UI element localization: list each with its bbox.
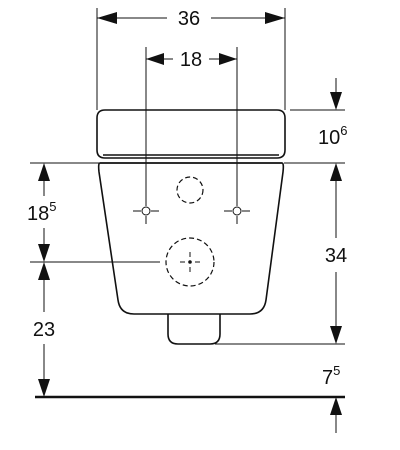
hidden-features	[165, 176, 215, 287]
extension-lines	[30, 8, 345, 345]
fixing-point-left	[133, 198, 159, 224]
dim-outlet-to-floor: 75	[322, 363, 342, 433]
fixing-point-right	[224, 198, 250, 224]
toilet-bowl	[97, 162, 285, 315]
dim-fixing-height: 185	[27, 163, 56, 262]
dim-outlet-to-floor-label: 75	[322, 363, 340, 389]
toilet-outline	[96, 109, 286, 345]
water-inlet-circle	[176, 176, 204, 204]
dim-seat-height-label: 106	[318, 123, 347, 149]
dim-bowl-height: 34	[325, 163, 347, 344]
dim-seat-height: 106	[318, 78, 347, 149]
waste-outlet-circle	[165, 237, 215, 287]
toilet-seat	[96, 109, 286, 159]
dim-outlet-height-label: 23	[33, 319, 55, 341]
dim-fixing-spacing-label: 18	[180, 49, 202, 71]
outlet-centre-mark	[180, 252, 200, 272]
dim-fixing-spacing: 18	[146, 49, 237, 71]
dim-bowl-height-label: 34	[325, 245, 347, 267]
dim-outlet-height: 23	[33, 262, 55, 397]
dim-overall-width: 36	[97, 8, 285, 30]
dim-overall-width-label: 36	[178, 8, 200, 30]
dim-fixing-height-label: 185	[27, 199, 56, 225]
outlet-spigot	[167, 314, 221, 345]
